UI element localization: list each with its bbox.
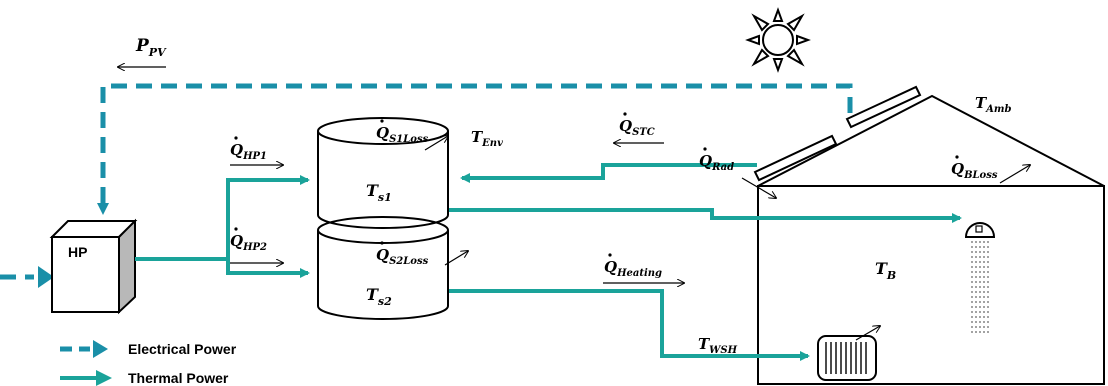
label-q-hp1: QHP1 bbox=[230, 136, 267, 162]
label-main: P bbox=[135, 36, 150, 56]
label-sub: HP2 bbox=[242, 242, 267, 253]
svg-text:QHeating: QHeating bbox=[604, 258, 662, 279]
label-main: Q bbox=[604, 258, 617, 276]
thermal-power-lines bbox=[135, 163, 962, 361]
label-q-s2loss: QS2Loss bbox=[376, 241, 429, 267]
label-sub: s2 bbox=[378, 295, 392, 308]
hp-label: HP bbox=[68, 244, 87, 260]
legend-thermal: Thermal Power bbox=[128, 370, 229, 386]
label-sub: PV bbox=[148, 46, 167, 59]
label-main: Q bbox=[230, 141, 243, 159]
label-main: Q bbox=[951, 160, 964, 178]
label-main: Q bbox=[376, 124, 389, 142]
svg-text:QS2Loss: QS2Loss bbox=[376, 246, 429, 267]
electrical-power-line bbox=[97, 83, 853, 215]
legend: Electrical Power Thermal Power bbox=[60, 340, 237, 386]
svg-text:TAmb: TAmb bbox=[975, 94, 1012, 115]
label-main: T bbox=[698, 335, 711, 353]
svg-text:TWSH: TWSH bbox=[698, 335, 738, 356]
label-sub: s1 bbox=[378, 191, 392, 204]
svg-text:QS1Loss: QS1Loss bbox=[376, 124, 429, 145]
svg-text:QBLoss: QBLoss bbox=[951, 160, 998, 181]
label-sub: Rad bbox=[711, 162, 734, 173]
label-q-hp2: QHP2 bbox=[230, 227, 267, 253]
svg-text:Ts1: Ts1 bbox=[366, 181, 392, 204]
label-main: Q bbox=[230, 232, 243, 250]
label-q-rad: QRad bbox=[699, 147, 734, 173]
label-sub: Heating bbox=[616, 268, 662, 279]
label-q-bloss: QBLoss bbox=[951, 155, 998, 181]
label-main: T bbox=[366, 181, 379, 200]
label-sub: HP1 bbox=[242, 151, 267, 162]
label-main: T bbox=[875, 259, 888, 278]
svg-text:QRad: QRad bbox=[699, 152, 734, 173]
label-t-s2: Ts2 bbox=[366, 285, 392, 308]
flow-arrows bbox=[118, 67, 1030, 341]
shower-icon bbox=[964, 222, 996, 336]
label-t-b: TB bbox=[875, 259, 896, 282]
svg-text:PPV: PPV bbox=[135, 36, 167, 59]
label-main: T bbox=[471, 128, 484, 146]
svg-text:Ts2: Ts2 bbox=[366, 285, 392, 308]
radiator-icon bbox=[817, 335, 877, 381]
label-main: Q bbox=[376, 246, 389, 264]
label-sub: Amb bbox=[985, 104, 1011, 115]
label-sub: STC bbox=[632, 127, 655, 138]
label-main: T bbox=[975, 94, 988, 112]
label-t-s1: Ts1 bbox=[366, 181, 392, 204]
storage-tank-1 bbox=[317, 117, 449, 229]
svg-text:QHP1: QHP1 bbox=[230, 141, 267, 162]
svg-text:QHP2: QHP2 bbox=[230, 232, 267, 253]
label-main: T bbox=[366, 285, 379, 304]
label-t-wsh: TWSH bbox=[698, 335, 738, 356]
label-t-env: TEnv bbox=[471, 128, 503, 149]
label-sub: BLoss bbox=[963, 170, 998, 181]
svg-text:TB: TB bbox=[875, 259, 896, 282]
label-main: Q bbox=[619, 117, 632, 135]
label-q-stc: QSTC bbox=[619, 112, 655, 138]
label-sub: S2Loss bbox=[389, 256, 429, 267]
label-sub: Env bbox=[481, 138, 503, 149]
heat-pump: HP bbox=[49, 218, 138, 315]
svg-text:QSTC: QSTC bbox=[619, 117, 655, 138]
svg-text:TEnv: TEnv bbox=[471, 128, 503, 149]
label-sub: S1Loss bbox=[389, 134, 429, 145]
electrical-input-arrow bbox=[38, 266, 54, 288]
label-sub: WSH bbox=[709, 345, 737, 356]
solar-collector bbox=[753, 85, 922, 182]
label-main: Q bbox=[699, 152, 712, 170]
house bbox=[757, 94, 1105, 385]
label-sub: B bbox=[886, 269, 896, 282]
label-t-amb: TAmb bbox=[975, 94, 1012, 115]
label-q-heating: QHeating bbox=[604, 253, 662, 279]
legend-electrical: Electrical Power bbox=[128, 341, 237, 357]
label-p-pv: PPV bbox=[135, 36, 167, 59]
label-q-s1loss: QS1Loss bbox=[376, 119, 429, 145]
sun-icon bbox=[745, 7, 811, 73]
